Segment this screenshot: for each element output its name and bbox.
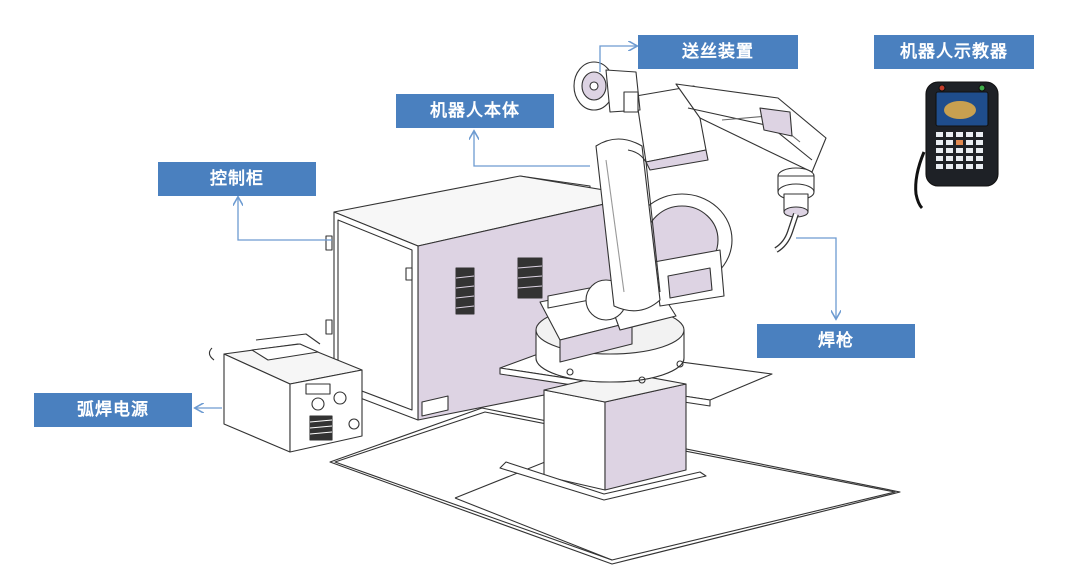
robot-upper-arm [635,83,827,173]
label-wire-feeder: 送丝装置 [638,35,798,69]
label-arc-power-source: 弧焊电源 [34,393,192,427]
robot-wrist [777,167,815,218]
welding-torch [774,213,799,253]
label-robot-body: 机器人本体 [396,94,554,128]
label-teach-pendant: 机器人示教器 [874,35,1034,69]
label-welding-torch: 焊枪 [757,324,915,358]
label-control-cabinet: 控制柜 [158,162,316,196]
connector-wire-feeder [599,46,636,72]
robot-shoulder [585,193,733,321]
robot-lower-arm [595,138,661,312]
connector-welding-torch [796,237,836,318]
wire-feeder [573,61,641,113]
connector-control-cabinet [238,198,332,241]
arc-welding-power-source [208,333,363,453]
connector-robot-body [474,132,590,167]
teach-pendant [914,81,999,210]
robot-base [535,285,685,384]
